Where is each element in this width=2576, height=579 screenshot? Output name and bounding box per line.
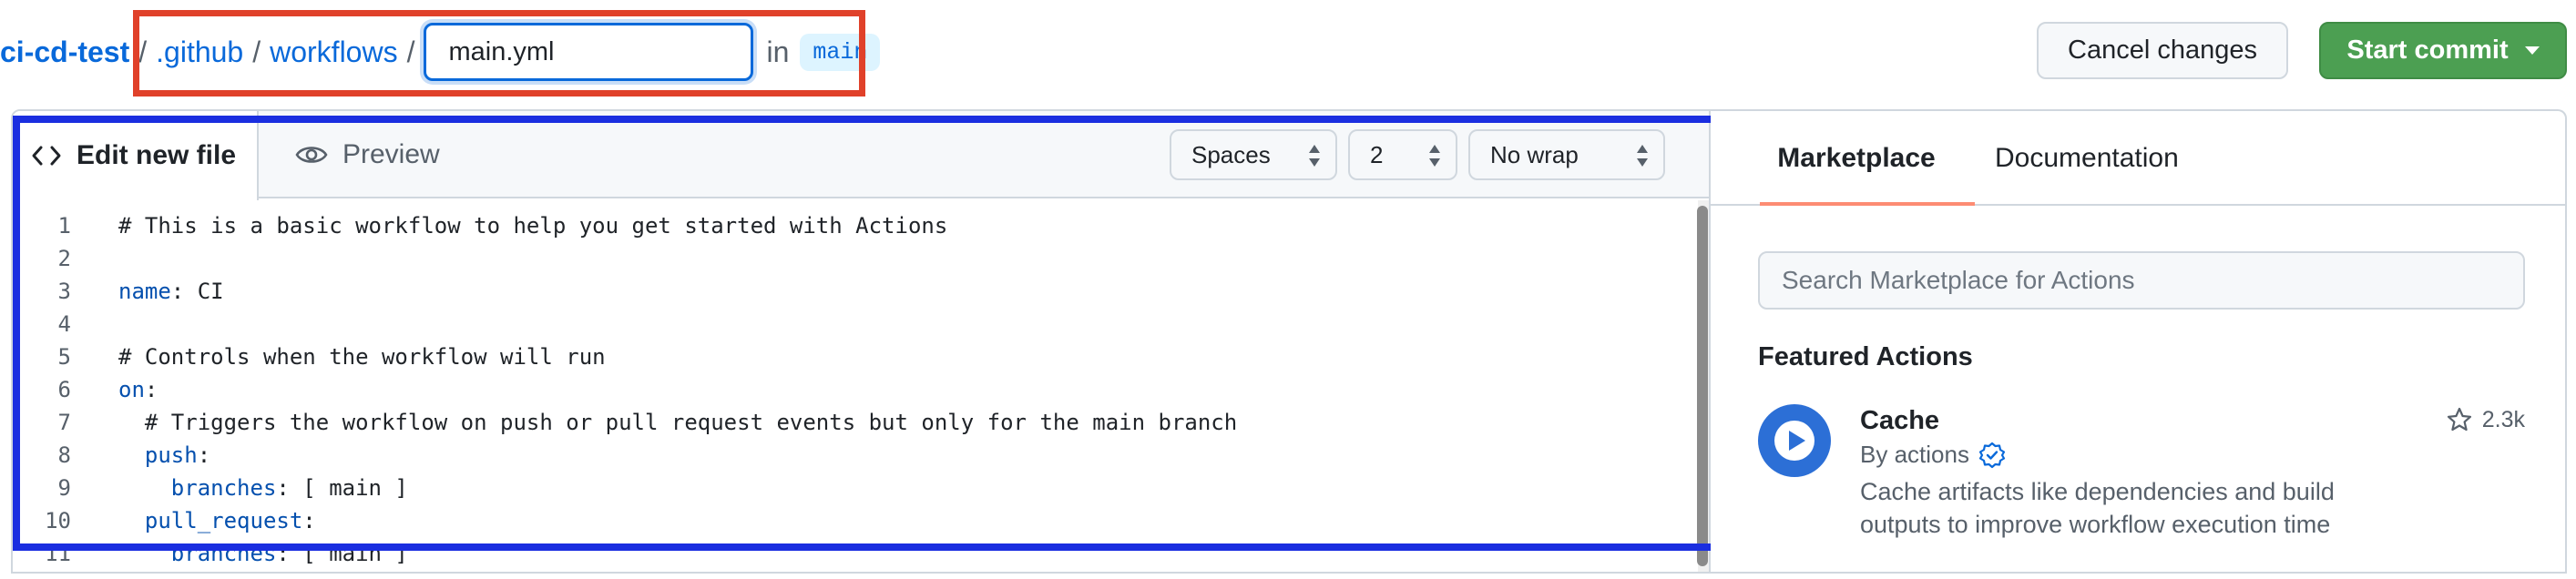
select-arrows-icon	[1429, 145, 1440, 167]
eye-icon	[295, 147, 328, 163]
yaml-text: # Triggers the workflow on push or pull …	[118, 410, 1238, 435]
cancel-changes-label: Cancel changes	[2068, 36, 2257, 65]
chevron-down-icon	[2524, 46, 2540, 55]
line-content: pull_request:	[118, 508, 316, 533]
play-icon	[1758, 404, 1831, 477]
cache-action-logo	[1774, 421, 1814, 461]
code-line: 4	[13, 308, 1671, 340]
code-line: 7 # Triggers the workflow on push or pul…	[13, 406, 1671, 439]
editor-highlight-box	[13, 116, 1743, 551]
yaml-text: :	[302, 508, 316, 533]
line-content: name: CI	[118, 279, 224, 304]
in-label: in	[766, 35, 790, 68]
code-line: 9 branches: [ main ]	[13, 472, 1671, 504]
tab-preview-label: Preview	[342, 139, 440, 169]
tab-edit-new-file[interactable]: Edit new file	[13, 111, 259, 200]
wrap-mode-value: No wrap	[1490, 140, 1579, 168]
line-content: # Controls when the workflow will run	[118, 344, 606, 370]
line-number: 3	[57, 279, 71, 304]
filename-input[interactable]	[424, 23, 754, 81]
code-line: 1 # This is a basic workflow to help you…	[13, 209, 1671, 242]
indent-mode-value: Spaces	[1191, 140, 1271, 168]
sidebar-tab-bar: Marketplace Documentation	[1711, 111, 2565, 206]
line-content: push:	[118, 442, 210, 468]
editor-scrollbar-thumb[interactable]	[1697, 206, 1708, 566]
code-icon	[32, 146, 61, 166]
indent-size-value: 2	[1370, 140, 1384, 168]
select-arrows-icon	[1309, 145, 1320, 167]
breadcrumb-github-link[interactable]: .github	[156, 35, 244, 68]
active-tab-underline	[1760, 202, 1975, 206]
line-content: # Triggers the workflow on push or pull …	[118, 410, 1237, 435]
yaml-key: push	[118, 442, 198, 468]
code-editor[interactable]: 1 # This is a basic workflow to help you…	[13, 200, 1698, 572]
action-author: By actions	[1860, 441, 2006, 469]
line-number: 9	[57, 475, 71, 501]
line-number: 6	[57, 377, 71, 402]
yaml-text: # This is a basic workflow to help you g…	[118, 213, 948, 239]
code-line: 8 push:	[13, 439, 1671, 472]
line-number: 5	[57, 344, 71, 370]
line-number: 8	[57, 442, 71, 468]
action-description: Cache artifacts like dependencies and bu…	[1860, 478, 2335, 538]
breadcrumb-repo-link[interactable]: ci-cd-test	[0, 35, 130, 68]
action-author-label: By actions	[1860, 441, 1969, 468]
yaml-key: name	[118, 279, 171, 304]
breadcrumb-separator: /	[252, 35, 261, 68]
wrap-mode-select[interactable]: No wrap	[1468, 129, 1665, 180]
code-line: 3 name: CI	[13, 275, 1671, 308]
verified-badge-icon	[1978, 442, 2006, 468]
yaml-text: : CI	[170, 279, 224, 304]
tab-preview[interactable]: Preview	[277, 111, 458, 198]
start-commit-button[interactable]: Start commit	[2319, 22, 2567, 79]
breadcrumb-separator: /	[138, 35, 148, 68]
select-arrows-icon	[1637, 145, 1648, 167]
code-line: 2	[13, 242, 1671, 275]
file-editor: Edit new file Preview Spaces 2 No wrap	[11, 109, 1711, 574]
tab-documentation[interactable]: Documentation	[1995, 143, 2179, 173]
line-content: on:	[118, 377, 158, 402]
yaml-text: :	[144, 377, 158, 402]
tab-marketplace[interactable]: Marketplace	[1777, 143, 1936, 173]
action-star-count: 2.3k	[2481, 406, 2525, 432]
action-name[interactable]: Cache	[1860, 406, 1940, 435]
yaml-text: :	[197, 442, 211, 468]
line-number: 7	[57, 410, 71, 435]
yaml-key: pull_request	[118, 508, 303, 533]
code-line: 6 on:	[13, 373, 1671, 406]
line-number: 10	[45, 508, 71, 533]
breadcrumb: ci-cd-test / .github / workflows / in ma…	[0, 18, 881, 86]
indent-mode-select[interactable]: Spaces	[1170, 129, 1337, 180]
marketplace-search-input[interactable]	[1758, 251, 2525, 310]
breadcrumb-separator: /	[406, 35, 415, 68]
line-number: 2	[57, 246, 71, 271]
actions-sidebar: Marketplace Documentation Featured Actio…	[1711, 109, 2567, 574]
yaml-text: : [ main ]	[276, 475, 408, 501]
featured-actions-heading: Featured Actions	[1758, 342, 1973, 371]
featured-action-card[interactable]: Cache By actions Cache artifacts like de…	[1758, 397, 2525, 579]
cancel-changes-button[interactable]: Cancel changes	[2037, 22, 2288, 79]
action-stars: 2.3k	[2446, 406, 2525, 433]
line-content: branches: [ main ]	[118, 475, 408, 501]
indent-size-select[interactable]: 2	[1348, 129, 1457, 180]
code-line: 5 # Controls when the workflow will run	[13, 340, 1671, 373]
tab-edit-label: Edit new file	[77, 140, 237, 170]
editor-tab-bar: Edit new file Preview Spaces 2 No wrap	[13, 111, 1709, 200]
yaml-key: branches	[118, 475, 277, 501]
line-number: 1	[57, 213, 71, 239]
code-line: 10 pull_request:	[13, 504, 1671, 537]
branch-badge: main	[800, 33, 881, 71]
filename-highlight-box	[133, 10, 865, 96]
breadcrumb-workflows-link[interactable]: workflows	[270, 35, 398, 68]
start-commit-label: Start commit	[2346, 36, 2509, 65]
yaml-text: # Controls when the workflow will run	[118, 344, 606, 370]
line-content: # This is a basic workflow to help you g…	[118, 213, 947, 239]
star-icon	[2447, 407, 2471, 432]
yaml-key: on	[118, 377, 145, 402]
line-number: 4	[57, 311, 71, 337]
page-header: ci-cd-test / .github / workflows / in ma…	[0, 0, 2576, 102]
